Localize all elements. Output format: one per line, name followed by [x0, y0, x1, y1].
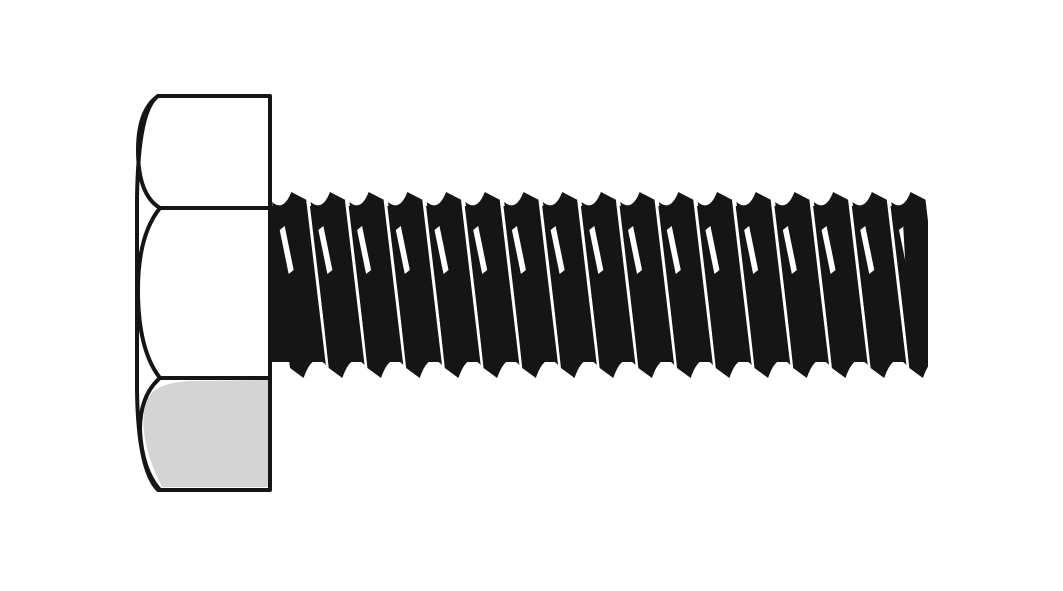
- thread-highlight: [628, 226, 643, 274]
- head-facet-bottom-curve: [137, 376, 162, 492]
- head-shadow-facet: [143, 380, 268, 487]
- thread-groove: [809, 199, 833, 369]
- thread-groove: [693, 199, 717, 369]
- thread-groove: [422, 199, 446, 369]
- thread-highlight: [550, 226, 565, 274]
- thread-groove: [848, 199, 872, 369]
- bolt-shank: [270, 178, 988, 390]
- thread-highlight: [666, 226, 681, 274]
- thread-groove: [538, 199, 562, 369]
- thread-groove: [499, 199, 523, 369]
- bolt-head: [135, 94, 272, 492]
- thread-groove: [731, 199, 755, 369]
- thread-highlight: [395, 226, 410, 274]
- head-facet-top-curve: [135, 94, 162, 210]
- thread-groove: [615, 199, 639, 369]
- thread-highlight: [434, 226, 449, 274]
- shank-end-mask: [928, 178, 988, 390]
- thread-highlight: [782, 226, 797, 274]
- thread-highlight: [589, 226, 604, 274]
- thread-groove: [886, 199, 910, 369]
- thread-highlight: [473, 226, 488, 274]
- thread-groove: [654, 199, 678, 369]
- thread-groove: [770, 199, 794, 369]
- thread-highlight: [357, 226, 372, 274]
- thread-groove: [306, 199, 330, 369]
- thread-highlight: [511, 226, 526, 274]
- thread-groove: [383, 199, 407, 369]
- thread-groove: [461, 199, 485, 369]
- thread-highlight: [821, 226, 836, 274]
- thread-highlight: [279, 226, 294, 274]
- thread-groove: [344, 199, 368, 369]
- thread-highlight: [705, 226, 720, 274]
- thread-highlight: [318, 226, 333, 274]
- thread-highlight: [860, 226, 875, 274]
- thread-highlight: [744, 226, 759, 274]
- head-facet-middle-curve: [135, 206, 162, 380]
- shank-chamfer: [902, 204, 928, 312]
- thread-groove: [577, 199, 601, 369]
